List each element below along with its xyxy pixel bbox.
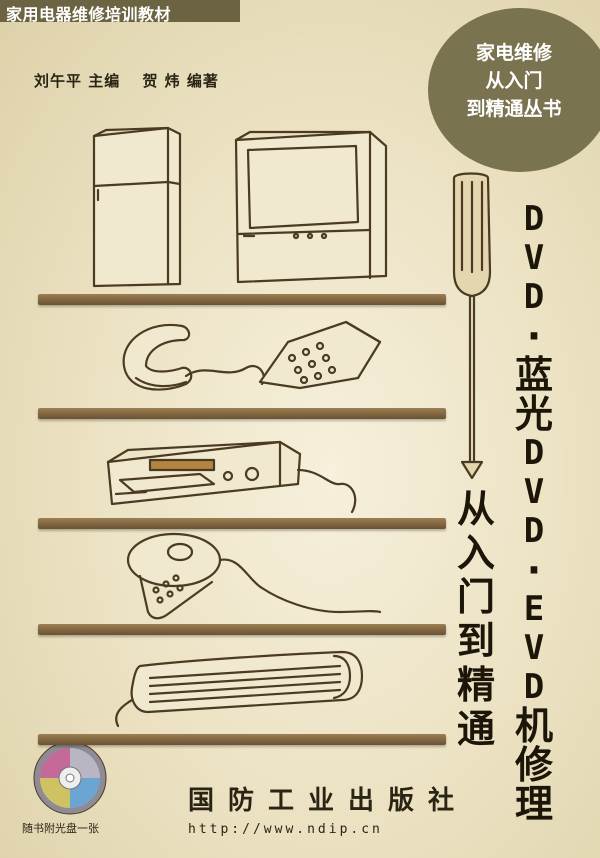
title-char: ·: [526, 314, 542, 358]
subtitle-char: 门: [456, 575, 495, 619]
badge-line-2: 从入门: [485, 70, 543, 92]
title-char: 修: [514, 743, 553, 787]
air-conditioner-icon: [115, 650, 364, 728]
title-char: D: [523, 511, 545, 551]
title-char: V: [523, 628, 545, 668]
title-char: E: [523, 589, 545, 629]
badge-line-3: 到精通丛书: [466, 98, 562, 120]
title-char: D: [523, 199, 545, 239]
shelf-4: [38, 624, 446, 635]
title-char: 蓝: [514, 353, 553, 397]
handset-icon: [126, 532, 382, 620]
cd-caption: 随书附光盘一张: [22, 822, 99, 835]
authors: 刘午平 主编 贺 炜 编著: [34, 72, 219, 90]
telephone-icon: [122, 320, 382, 391]
title-char: D: [523, 277, 545, 317]
title-char: D: [523, 667, 545, 707]
shelf-1: [38, 294, 446, 305]
shelf-2: [38, 408, 446, 419]
title-char: ·: [526, 548, 542, 592]
subtitle-char: 精: [456, 663, 495, 707]
title-char: 光: [514, 392, 553, 436]
subtitle-char: 从: [456, 487, 495, 531]
screwdriver-icon: [452, 172, 492, 480]
television-icon: [234, 130, 388, 284]
shelf-3: [38, 518, 446, 529]
series-bar: 家用电器维修培训教材: [0, 0, 240, 24]
publisher-url: http://www.ndip.cn: [188, 822, 383, 837]
book-subtitle: 从 入 门 到 精 通: [452, 487, 500, 751]
cd-disc-icon: [33, 741, 107, 815]
title-char: V: [523, 472, 545, 512]
title-char: 理: [514, 782, 553, 826]
series-badge: 家电维修 从入门 到精通丛书: [428, 8, 600, 172]
title-char: V: [523, 238, 545, 278]
subtitle-char: 到: [456, 619, 495, 663]
title-char: D: [523, 433, 545, 473]
title-char: 机: [514, 704, 553, 748]
shelf-5: [38, 734, 446, 745]
dvd-player-icon: [106, 440, 357, 514]
subtitle-char: 入: [456, 531, 495, 575]
publisher-name: 国防工业出版社: [188, 786, 469, 816]
book-title: D V D · 蓝 光 D V D · E V D 机 修 理: [510, 200, 558, 824]
badge-line-1: 家电维修: [475, 42, 552, 64]
series-name: 家用电器维修培训教材: [6, 5, 172, 24]
subtitle-char: 通: [456, 707, 495, 751]
refrigerator-icon: [92, 126, 182, 288]
